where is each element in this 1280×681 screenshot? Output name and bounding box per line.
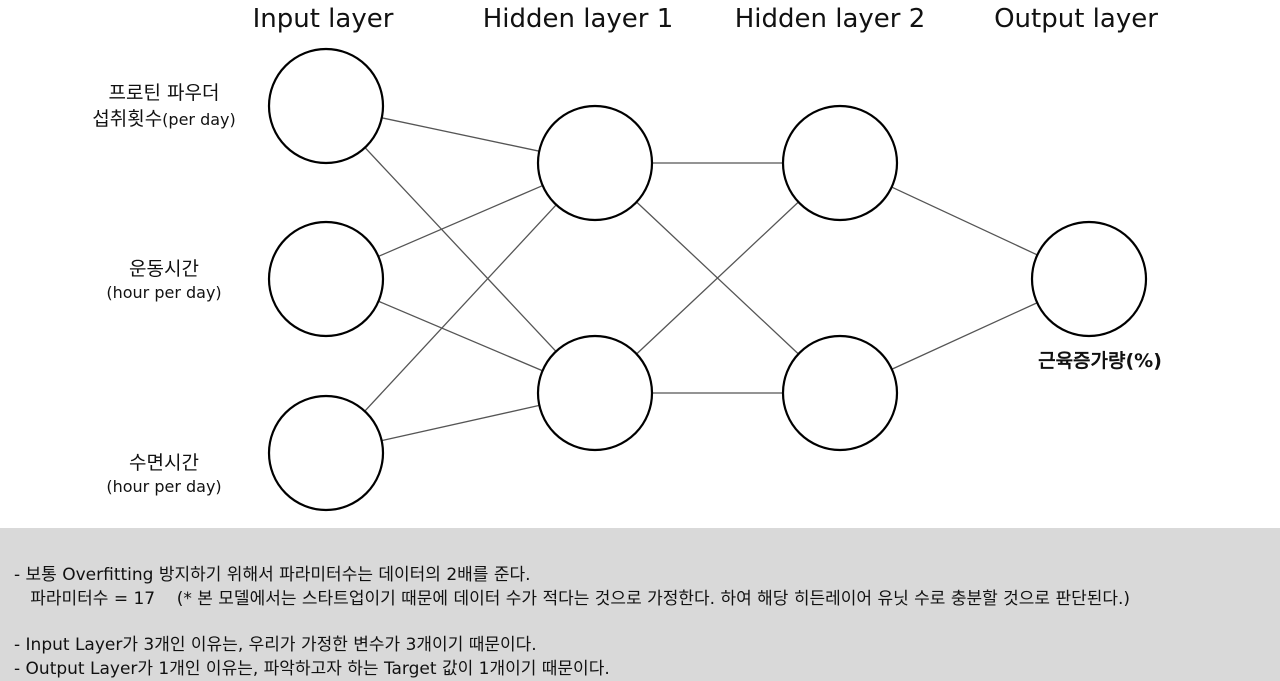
edge-input-2-hidden1-1 (378, 184, 543, 258)
hidden-layer-1-title: Hidden layer 1 (482, 4, 674, 34)
input-node-3 (267, 394, 385, 512)
hidden-layer-2-title: Hidden layer 2 (734, 4, 926, 34)
edge-input-3-hidden1-2 (381, 404, 540, 442)
input-label-sleep: 수면시간 (hour per day) (44, 450, 284, 498)
note-line-2: 파라미터수 = 17 (* 본 모델에서는 스타트업이기 때문에 데이터 수가 … (14, 589, 1131, 609)
note-line-1: - 보통 Overfitting 방지하기 위해서 파라미터수는 데이터의 2배… (14, 565, 531, 585)
input-label-protein: 프로틴 파우더 섭취횟수(per day) (44, 80, 284, 133)
input-label-exercise: 운동시간 (hour per day) (44, 256, 284, 304)
edge-hidden1-2-hidden2-1 (636, 201, 799, 355)
input-node-1 (267, 47, 385, 165)
hidden1-node-1 (536, 104, 654, 222)
input-layer-title: Input layer (252, 4, 394, 34)
hidden2-node-2 (781, 334, 899, 452)
edge-input-2-hidden1-2 (378, 300, 543, 372)
output-node-1 (1030, 220, 1148, 338)
input-label-protein-unit: (per day) (162, 110, 236, 129)
edge-hidden2-1-output-1 (891, 186, 1038, 256)
input-label-sleep-unit: (hour per day) (106, 477, 222, 496)
edge-hidden2-2-output-1 (891, 302, 1038, 370)
hidden2-node-1 (781, 104, 899, 222)
hidden1-node-2 (536, 334, 654, 452)
network-graph (267, 47, 1148, 512)
note-line-4: - Output Layer가 1개인 이유는, 파악하고자 하는 Target… (14, 659, 610, 679)
output-label: 근육증가량(%) (1038, 350, 1162, 372)
notes-panel: - 보통 Overfitting 방지하기 위해서 파라미터수는 데이터의 2배… (0, 528, 1280, 681)
input-label-protein-main: 섭취횟수 (92, 108, 163, 130)
input-label-exercise-line1: 운동시간 (129, 258, 199, 280)
input-label-exercise-unit: (hour per day) (106, 283, 222, 302)
edge-input-3-hidden1-1 (364, 204, 557, 412)
input-node-2 (267, 220, 385, 338)
edge-input-1-hidden1-1 (381, 117, 540, 152)
output-layer-title: Output layer (994, 4, 1158, 34)
input-label-sleep-line1: 수면시간 (129, 452, 199, 474)
neural-network-diagram: Input layer Hidden layer 1 Hidden layer … (44, 4, 1162, 512)
note-line-3: - Input Layer가 3개인 이유는, 우리가 가정한 변수가 3개이기… (14, 635, 537, 655)
input-label-protein-line2: 섭취횟수(per day) (44, 106, 284, 133)
edge-input-1-hidden1-2 (364, 147, 557, 352)
input-label-protein-line1: 프로틴 파우더 (108, 82, 220, 104)
